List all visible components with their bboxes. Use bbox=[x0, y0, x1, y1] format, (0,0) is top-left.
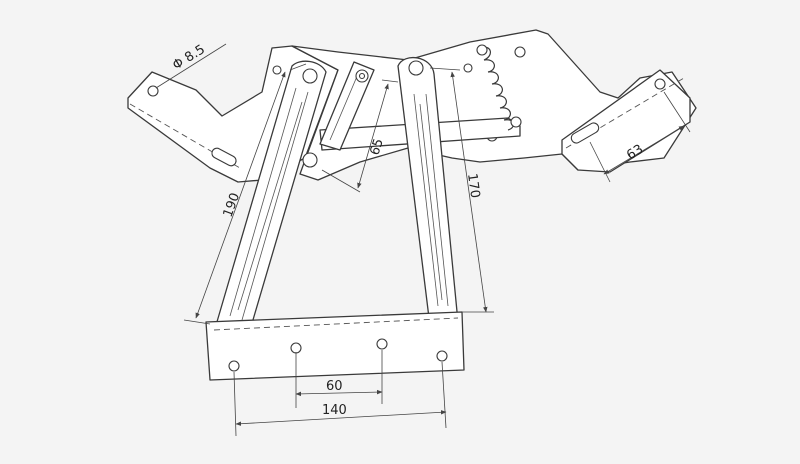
dim-140-label: 140 bbox=[322, 403, 347, 418]
dim-190-label: 190 bbox=[221, 191, 244, 219]
bottom-plate-hole-1 bbox=[290, 342, 302, 354]
dim-hole-diameter-label: Φ 8.5 bbox=[170, 42, 208, 73]
right-bracket-slot bbox=[570, 122, 600, 144]
dim-60-label: 60 bbox=[326, 379, 343, 394]
dim-65-label: 65 bbox=[368, 137, 387, 157]
top-plate-hole-a bbox=[514, 46, 526, 58]
left-arm-top-pivot bbox=[302, 68, 318, 84]
dim-170-label: 170 bbox=[464, 172, 482, 199]
dimension-63: 63 bbox=[589, 91, 691, 183]
bottom-mounting-plate bbox=[205, 311, 465, 381]
dimension-170: 170 bbox=[429, 67, 494, 313]
dimension-hole-diameter: Φ 8.5 bbox=[155, 42, 227, 89]
left-bracket-hole bbox=[147, 85, 159, 97]
dim-63-label: 63 bbox=[624, 142, 646, 163]
bottom-plate-hole-2 bbox=[376, 338, 388, 350]
dimension-60: 60 bbox=[295, 350, 383, 408]
bottom-plate-hole-4 bbox=[436, 350, 448, 362]
dimension-140: 140 bbox=[233, 361, 447, 437]
bottom-plate-hole-3 bbox=[228, 360, 240, 372]
left-bracket-upper-hole bbox=[272, 65, 282, 75]
right-arm-top-pivot bbox=[408, 60, 424, 76]
right-bracket-hole bbox=[654, 78, 666, 90]
dimension-65: 65 bbox=[321, 79, 399, 193]
rail-pivot bbox=[302, 152, 318, 168]
right-mounting-bracket bbox=[561, 69, 691, 173]
coil-spring bbox=[476, 44, 522, 131]
top-plate-hole-b bbox=[463, 63, 473, 73]
